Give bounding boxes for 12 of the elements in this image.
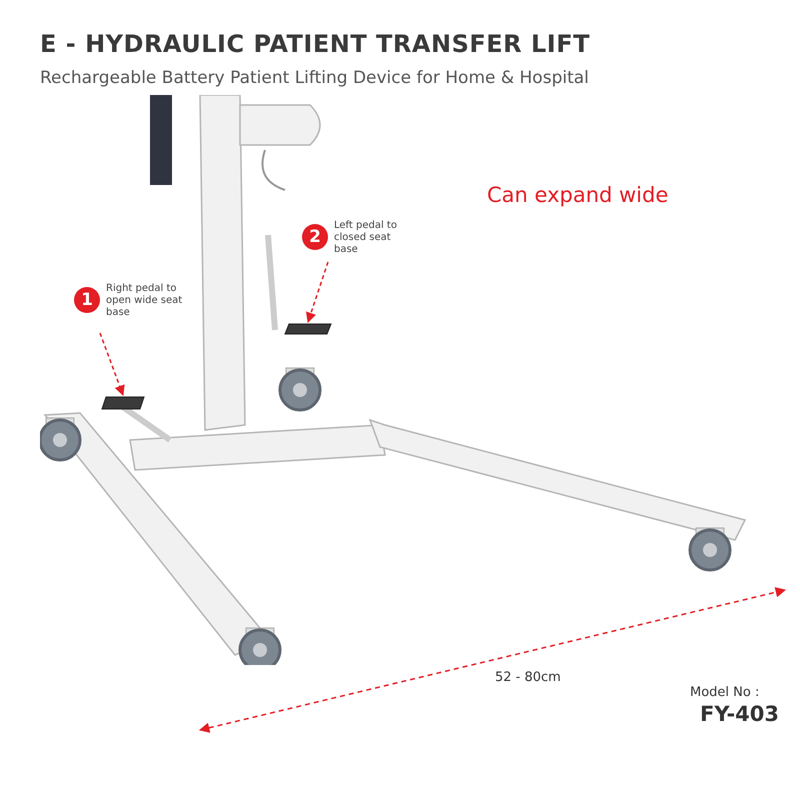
callout-number: 1 [74, 287, 100, 313]
leader-arrow [306, 262, 329, 323]
dimension-label: 52 - 80cm [495, 670, 561, 685]
subtitle: Rechargeable Battery Patient Lifting Device for Home & Hospital [40, 68, 589, 88]
title: E - HYDRAULIC PATIENT TRANSFER LIFT [40, 30, 590, 58]
model-label: Model No : [690, 685, 760, 700]
leader-arrow [99, 332, 125, 396]
callout-text: Left pedal to closed seat base [334, 220, 398, 256]
callout-text: Right pedal to open wide seat base [106, 283, 184, 319]
note-text: Can expand wide [487, 183, 668, 207]
callout-number: 2 [302, 224, 328, 250]
model-number: FY-403 [700, 702, 780, 726]
